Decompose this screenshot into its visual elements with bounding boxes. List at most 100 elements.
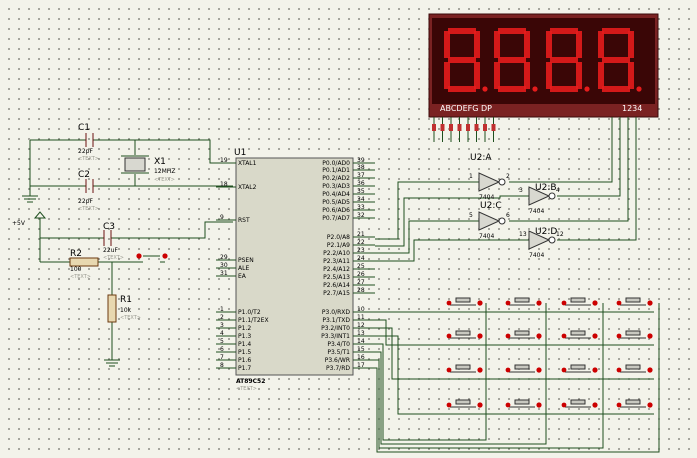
key-cap	[570, 364, 586, 370]
key-cap	[514, 364, 530, 370]
pin-marker	[466, 124, 470, 131]
mcu-at89c52[interactable]: XTAL119XTAL218RST9PSEN29ALE30EA31P1.0/T2…	[216, 157, 375, 376]
key-cap	[570, 330, 586, 336]
key-cap	[625, 297, 641, 303]
digit-3	[546, 28, 590, 92]
key-terminal	[477, 333, 483, 339]
c3-text: <TEXT>	[103, 255, 124, 261]
keypad-button[interactable]	[505, 364, 542, 373]
key-terminal	[477, 367, 483, 373]
mcu-pin-name: P2.0/A8	[327, 234, 350, 241]
mcu-pin-num: 28	[357, 287, 365, 294]
inverter-part: 7404	[479, 194, 494, 201]
keypad-button[interactable]	[505, 330, 542, 339]
mcu-pin-name: P1.6	[238, 357, 251, 364]
mcu-pin-num: 34	[357, 196, 365, 203]
c1-value: 22pF	[78, 148, 93, 155]
keypad-wiring	[375, 303, 660, 453]
mcu-pin-num: 4	[220, 330, 224, 337]
segment	[444, 62, 450, 89]
key-cap	[514, 297, 530, 303]
mcu-pin-name: P0.0/AD0	[322, 160, 350, 167]
inverter-out-pin: 4	[556, 187, 560, 194]
wire	[375, 303, 547, 445]
key-terminal	[446, 333, 452, 339]
mcu-pin-num: 31	[220, 270, 228, 277]
key-cap	[455, 330, 471, 336]
keypad-button[interactable]	[446, 297, 483, 306]
mcu-pin-num: 35	[357, 188, 365, 195]
segment	[598, 31, 604, 58]
key-terminal	[536, 367, 542, 373]
key-terminal	[616, 402, 622, 408]
inverter-out-pin: 12	[556, 231, 564, 238]
mcu-pin-name: P0.2/AD2	[322, 175, 350, 182]
segment	[550, 86, 578, 92]
key-terminal	[647, 300, 653, 306]
key-terminal	[647, 402, 653, 408]
keypad-button[interactable]	[446, 330, 483, 339]
mcu-pin-name: PSEN	[238, 257, 254, 264]
key-terminal	[477, 300, 483, 306]
mcu-pin-name: ALE	[238, 265, 249, 272]
keypad-button[interactable]	[616, 297, 653, 306]
mcu-pin-name: P3.4/T0	[327, 341, 350, 348]
segment	[546, 62, 552, 89]
keypad-button[interactable]	[616, 330, 653, 339]
r2-value: 100	[70, 266, 82, 273]
oscillator-network	[22, 133, 233, 203]
keypad-button[interactable]	[505, 399, 542, 408]
segment	[494, 31, 500, 58]
segment	[550, 28, 578, 34]
segment	[602, 86, 630, 92]
key-terminal	[647, 367, 653, 373]
mcu-pin-name: P0.1/AD1	[322, 167, 350, 174]
x1-text: <TEXT>	[154, 177, 175, 183]
keypad-button[interactable]	[616, 364, 653, 373]
mcu-pin-name: P2.4/A12	[323, 266, 350, 273]
mcu-pin-name: P1.1/T2EX	[238, 317, 269, 324]
keypad-button[interactable]	[561, 364, 598, 373]
mcu-pin-num: 1	[220, 306, 224, 313]
key-terminal	[536, 402, 542, 408]
inverter-in-pin: 13	[519, 231, 527, 238]
mcu-pin-num: 15	[357, 346, 365, 353]
x1-value: 12MHZ	[154, 168, 175, 175]
mcu-pin-name: P3.0/RXD	[322, 309, 350, 316]
keypad-button[interactable]	[446, 364, 483, 373]
decimal-point	[584, 86, 590, 92]
keypad-button[interactable]	[561, 399, 598, 408]
key-terminal	[536, 333, 542, 339]
digit-pins-label: 1234	[622, 104, 642, 113]
mcu-pin-name: P1.2	[238, 325, 251, 332]
mcu-pin-name: P1.3	[238, 333, 251, 340]
mcu-pin-name: P0.7/AD7	[322, 215, 350, 222]
keypad-button[interactable]	[561, 330, 598, 339]
seven-segment-display[interactable]: ABCDEFG DP 1234	[428, 13, 659, 118]
c2-text: <TEXT>	[78, 206, 99, 212]
key-terminal	[561, 300, 567, 306]
keypad-button[interactable]	[616, 399, 653, 408]
r1-ref: R1	[120, 295, 132, 305]
inverter-part: 7404	[529, 208, 544, 215]
inverter-part: 7404	[529, 252, 544, 259]
keypad-4x4[interactable]	[446, 297, 653, 408]
keypad-button[interactable]	[446, 399, 483, 408]
mcu-pin-num: 12	[357, 322, 365, 329]
mcu-pin-num: 6	[220, 346, 224, 353]
mcu-pin-num: 33	[357, 204, 365, 211]
mcu-pin-name: P2.6/A14	[323, 282, 350, 289]
key-cap	[455, 399, 471, 405]
pin-marker	[483, 124, 487, 131]
reset-network	[33, 211, 233, 367]
digit-4	[598, 28, 642, 92]
mcu-pin-num: 13	[357, 330, 365, 337]
keypad-button[interactable]	[505, 297, 542, 306]
keypad-button[interactable]	[561, 297, 598, 306]
key-terminal	[592, 300, 598, 306]
